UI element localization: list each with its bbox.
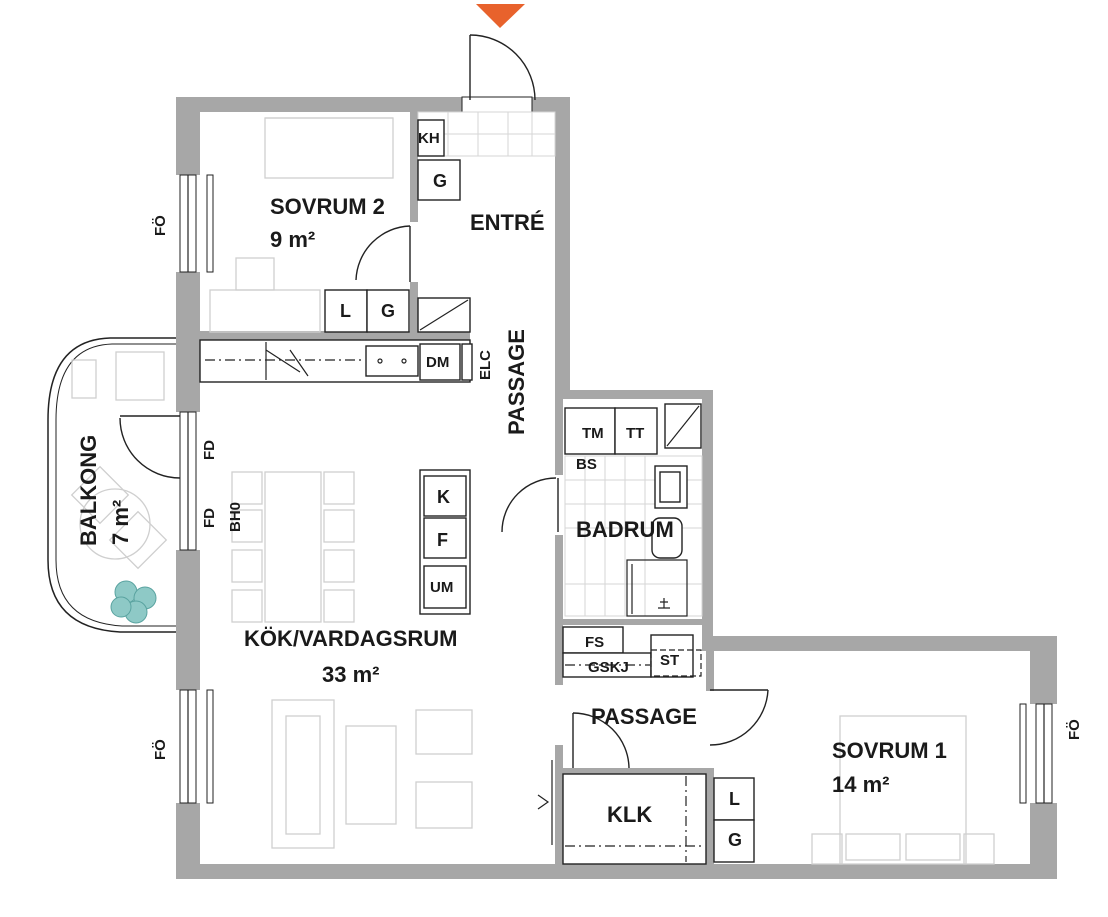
window-label-fo-lower-left: FÖ	[152, 739, 169, 760]
room-area-sovrum2: 9 m²	[270, 227, 315, 252]
walls	[176, 97, 1057, 879]
room-area-sovrum1: 14 m²	[832, 772, 889, 797]
fixture-label-um: UM	[430, 579, 453, 596]
room-label-sovrum2: SOVRUM 2	[270, 194, 385, 219]
room-label-passage-vertical: PASSAGE	[504, 329, 529, 435]
room-label-sovrum1: SOVRUM 1	[832, 738, 947, 763]
fixtures	[199, 111, 755, 865]
fixture-label-fs: FS	[585, 634, 604, 651]
bathroom-tiles	[564, 455, 703, 617]
room-label-entre: ENTRÉ	[470, 210, 545, 235]
room-area-kok: 33 m²	[322, 662, 379, 687]
fixture-label-gskj: GSKJ	[588, 659, 629, 676]
room-label-passage-lower: PASSAGE	[591, 704, 697, 729]
room-area-balkong: 7 m²	[108, 500, 133, 545]
room-label-balkong: BALKONG	[76, 435, 101, 546]
fixture-label-dm: DM	[426, 354, 449, 371]
fixture-label-f: F	[437, 530, 448, 550]
room-label-badrum: BADRUM	[576, 517, 674, 542]
fixture-label-l-sovrum2: L	[340, 301, 351, 321]
window-label-bho: BH0	[227, 502, 244, 532]
fixture-label-tm: TM	[582, 425, 604, 442]
room-label-klk: KLK	[607, 802, 652, 827]
fixture-label-bs: BS	[576, 456, 597, 473]
balcony	[47, 337, 176, 633]
fixture-label-st: ST	[660, 652, 679, 669]
fixture-label-kh: KH	[418, 130, 440, 147]
entrance-marker-icon	[476, 4, 525, 28]
window-label-fd-upper: FD	[201, 440, 218, 460]
fixture-label-tt: TT	[626, 425, 644, 442]
furniture	[209, 117, 995, 865]
doors	[119, 34, 769, 845]
fixture-label-k: K	[437, 487, 450, 507]
plant-icon	[110, 580, 157, 624]
fixture-label-g-sovrum1: G	[728, 830, 742, 850]
fixture-label-elc: ELC	[477, 350, 494, 380]
windows	[179, 96, 1053, 804]
room-label-kok: KÖK/VARDAGSRUM	[244, 626, 457, 651]
window-label-fo-right: FÖ	[1066, 719, 1083, 740]
window-label-fd-lower: FD	[201, 508, 218, 528]
fixture-label-g-sovrum2: G	[381, 301, 395, 321]
fixture-label-l-sovrum1: L	[729, 789, 740, 809]
fixture-label-g-entre: G	[433, 171, 447, 191]
window-label-fo-upper-left: FÖ	[152, 215, 169, 236]
